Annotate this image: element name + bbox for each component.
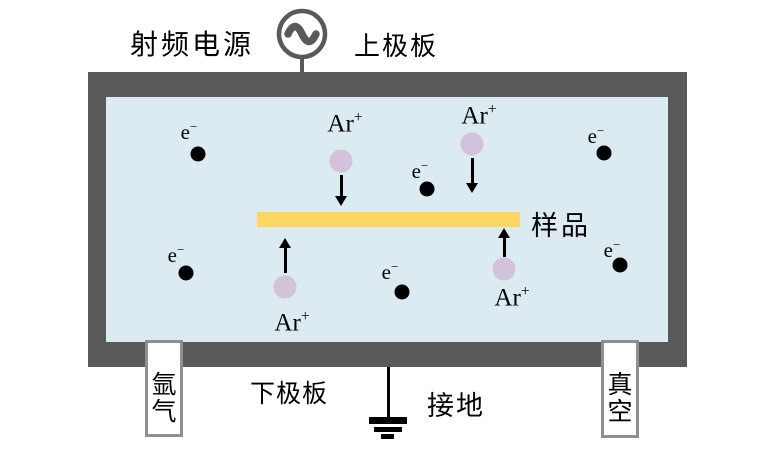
ac-source-icon xyxy=(276,8,328,60)
argon-ion-label: Ar+ xyxy=(274,308,310,337)
ground-icon xyxy=(387,367,390,417)
ground-icon-bar2 xyxy=(374,427,402,432)
argon-ion-circle xyxy=(492,257,516,281)
vacuum-port: 真空 xyxy=(601,340,639,438)
sample-bar xyxy=(257,212,520,227)
argon-gas-label: 氩气 xyxy=(151,372,177,426)
electron-label: e− xyxy=(180,119,198,144)
electron-dot xyxy=(190,146,206,162)
ground-label: 接地 xyxy=(427,391,485,421)
electron-label: e− xyxy=(411,158,429,183)
electron-label: e− xyxy=(587,123,605,148)
ion-arrow-up-icon xyxy=(502,238,506,257)
electron-dot xyxy=(419,181,435,197)
ion-arrow-down-icon xyxy=(470,158,474,183)
ac-lead-wire xyxy=(300,57,304,74)
ground-icon-bar1 xyxy=(369,417,407,424)
ion-arrow-up-icon xyxy=(283,248,287,273)
ion-arrow-down-head-icon xyxy=(335,196,347,206)
argon-ion-label: Ar+ xyxy=(494,283,530,312)
argon-ion-label: Ar+ xyxy=(327,109,363,138)
ion-arrow-down-icon xyxy=(339,175,343,196)
electron-label: e− xyxy=(603,237,621,262)
electron-label: e− xyxy=(381,259,399,284)
electron-dot xyxy=(596,145,612,161)
sample-label: 样品 xyxy=(531,211,591,241)
ground-icon-bar3 xyxy=(381,434,394,439)
rf-power-label: 射频电源 xyxy=(130,30,255,61)
lower-plate-label: 下极板 xyxy=(250,381,329,408)
argon-ion-circle xyxy=(460,132,484,156)
ion-arrow-up-head-icon xyxy=(279,238,291,248)
electron-dot xyxy=(394,284,410,300)
ion-arrow-down-head-icon xyxy=(466,183,478,193)
argon-ion-circle xyxy=(329,149,353,173)
electron-dot xyxy=(178,265,194,281)
electron-dot xyxy=(612,257,628,273)
ion-arrow-up-head-icon xyxy=(498,228,510,238)
argon-ion-circle xyxy=(273,275,297,299)
vacuum-label: 真空 xyxy=(607,372,633,426)
electron-label: e− xyxy=(167,242,185,267)
argon-gas-port: 氩气 xyxy=(145,340,183,437)
argon-ion-label: Ar+ xyxy=(461,101,497,130)
upper-plate-label: 上极板 xyxy=(354,32,439,61)
